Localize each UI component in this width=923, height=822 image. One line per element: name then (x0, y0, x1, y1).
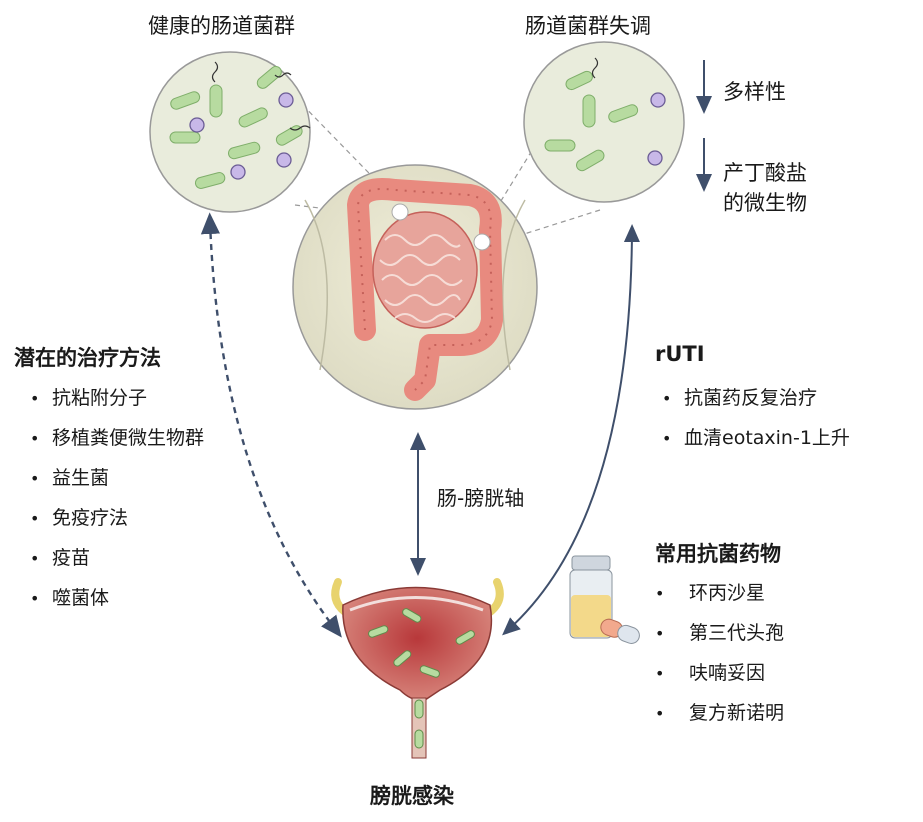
gut-bladder-axis-label: 肠-膀胱轴 (437, 486, 525, 510)
list-item: •噬菌体 (30, 587, 110, 609)
list-item: •抗菌药反复治疗 (662, 387, 818, 409)
decrease-butyrate-line2: 的微生物 (723, 191, 807, 215)
list-item: •抗粘附分子 (30, 387, 148, 409)
list-item: •血清eotaxin-1上升 (662, 427, 850, 449)
decrease-diversity: 多样性 (723, 80, 786, 104)
bladder-infection-label: 膀胱感染 (370, 784, 454, 808)
dysbiosis-title: 肠道菌群失调 (525, 14, 651, 38)
therapy-list: •抗粘附分子 •移植粪便微生物群 •益生菌 •免疫疗法 •疫苗 •噬菌体 (30, 378, 204, 618)
healthy-microbiota-title: 健康的肠道菌群 (148, 14, 295, 38)
colon-illustration (292, 164, 538, 410)
ruti-list: •抗菌药反复治疗 •血清eotaxin-1上升 (662, 378, 850, 458)
ruti-arrow (502, 224, 640, 636)
decrease-butyrate-line1: 产丁酸盐 (723, 161, 807, 185)
list-item: •呋喃妥因 (655, 662, 766, 684)
antibiotics-heading: 常用抗菌药物 (655, 542, 781, 566)
list-item: •益生菌 (30, 467, 110, 489)
antibiotics-list: •环丙沙星 •第三代头孢 •呋喃妥因 •复方新诺明 (655, 573, 784, 733)
list-item: •移植粪便微生物群 (30, 427, 205, 449)
list-item: •免疫疗法 (30, 507, 129, 529)
list-item: •环丙沙星 (655, 582, 766, 604)
healthy-microbiota-circle (149, 51, 311, 213)
ruti-heading: rUTI (655, 342, 705, 366)
therapy-arrow (200, 212, 342, 638)
list-item: •第三代头孢 (655, 622, 785, 644)
list-item: •复方新诺明 (655, 702, 785, 724)
therapy-heading: 潜在的治疗方法 (14, 346, 161, 370)
bladder-illustration (331, 578, 504, 759)
dysbiosis-circle (523, 41, 685, 203)
list-item: •疫苗 (30, 547, 91, 569)
medicine-illustration (569, 555, 640, 644)
